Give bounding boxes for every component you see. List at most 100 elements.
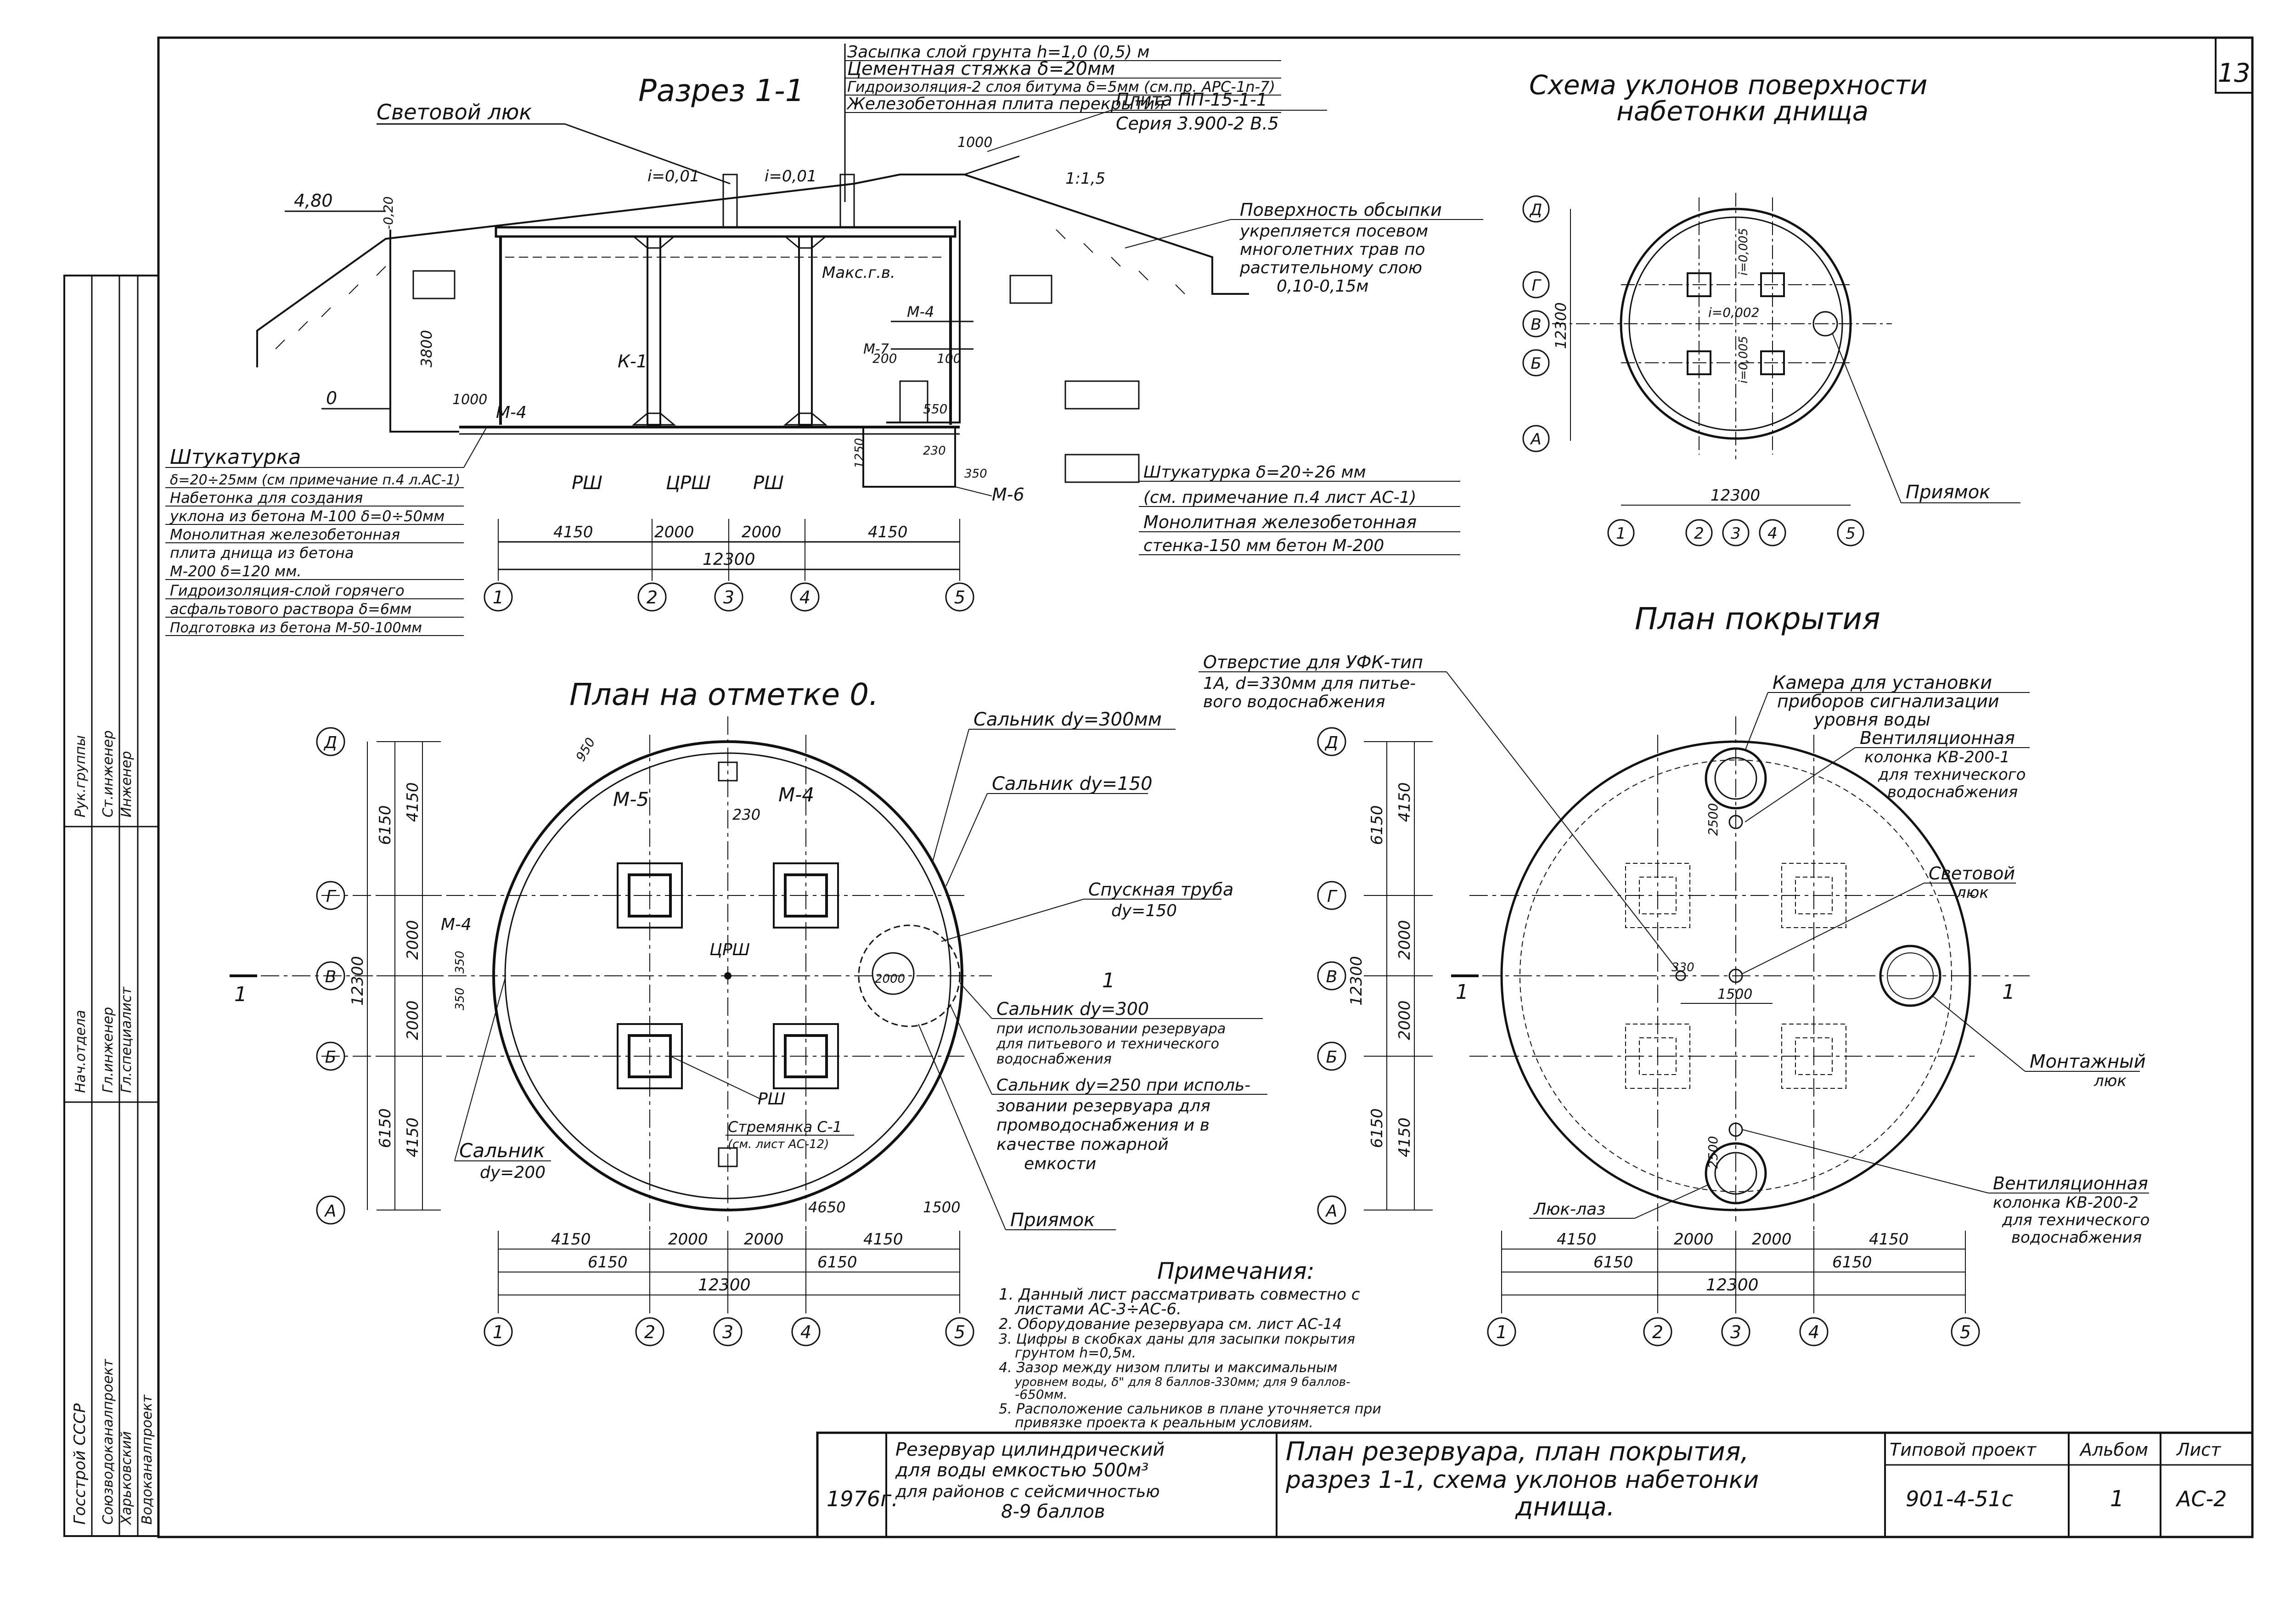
tb-project-3: для районов с сейсмичностью	[895, 1482, 1160, 1501]
column-left	[647, 236, 661, 426]
left-note-6: плита днища из бетона	[170, 544, 354, 562]
slope-dim-h: 12300	[1711, 486, 1760, 505]
roof-chamber-3: уровня воды	[1813, 709, 1930, 730]
stamp-row-4: Рук.группы	[73, 735, 89, 817]
max-level-label: Макс.г.в.	[822, 264, 895, 282]
roof-vent1-1: Вентиляционная	[1860, 728, 2015, 748]
stamp-row-6: Инженер	[118, 751, 135, 817]
backfill-line-1: Поверхность обсыпки	[1240, 200, 1442, 220]
sec-axis-2: 2	[647, 587, 658, 608]
backfill-note: Поверхность обсыпки укрепляется посевом …	[1125, 200, 1483, 296]
tb-year: 1976г.	[827, 1486, 898, 1511]
callout-s300b-2: при использовании резервуара	[996, 1021, 1226, 1037]
plan0-label-230: 230	[732, 806, 760, 823]
note-7: уровнем воды, δ" для 8 баллов-330мм; для…	[1014, 1375, 1351, 1389]
slope-dim-v: 12300	[1552, 302, 1570, 349]
section-left-notes: Штукатурка δ=20÷25мм (см примечание п.4 …	[165, 427, 487, 636]
roof-manhole	[1879, 945, 1941, 1007]
plan0-row-markers: Д Г В Б А	[316, 727, 345, 1225]
callout-s300: Сальник dу=300мм	[974, 709, 1162, 730]
sec-dim-total: 12300	[703, 550, 755, 569]
bottom-label-rsh-2: РШ	[753, 473, 784, 494]
roof-vdim-i3: 2000	[1396, 1000, 1414, 1040]
plan0-col-3: 3	[722, 1322, 733, 1342]
roof-hdim-total: 12300	[1706, 1276, 1759, 1295]
plan0-row-g: Г	[326, 887, 337, 906]
backfill-line-5: 0,10-0,15м	[1277, 277, 1368, 296]
stamp-row-1: Нач.отдела	[73, 1010, 89, 1093]
stamp-row-2: Гл.инженер	[100, 1007, 116, 1093]
section-label-k1: К-1	[618, 351, 647, 372]
roof-skylight	[1728, 968, 1743, 983]
roof-hdim-a3: 2000	[1752, 1230, 1792, 1249]
plan0-hdim-a4: 4150	[863, 1230, 903, 1249]
slope-col-1: 1	[1616, 524, 1626, 543]
slope-sump-label: Приямок	[1906, 482, 1990, 503]
plan0-dim-4650: 4650	[808, 1199, 845, 1216]
callout-s250-2: зовании резервуара для	[996, 1097, 1210, 1115]
roof-dim-330: 330	[1671, 961, 1694, 974]
roof-hole-1: Отверстие для УФК-тип	[1203, 652, 1423, 672]
roof-row-g: Г	[1327, 887, 1338, 906]
sheet-number: 13	[2217, 58, 2250, 88]
right-note-2: (см. примечание п.4 лист АС-1)	[1143, 488, 1416, 507]
sheet-number-box	[2215, 37, 2253, 94]
roof-col-5: 5	[1960, 1322, 1971, 1342]
section-label-m7: М-7	[863, 341, 889, 357]
sec-axis-1: 1	[493, 587, 504, 608]
left-note-4: уклона из бетона М-100 δ=0÷50мм	[169, 507, 445, 525]
note-1: 1. Данный лист рассматривать совместно с	[999, 1285, 1360, 1304]
section-label-m4-right: М-4	[907, 303, 934, 321]
note-9: 5. Расположение сальников в плане уточня…	[999, 1401, 1381, 1417]
tb-project-1: Резервуар цилиндрический	[895, 1439, 1165, 1460]
plan0-row-v: В	[325, 968, 337, 986]
plan0-hdim-b2: 6150	[817, 1253, 857, 1272]
notes-block: Примечания: 1. Данный лист рассматривать…	[999, 1258, 1381, 1431]
layer-2: Цементная стяжка δ=20мм	[847, 58, 1115, 79]
roof-dim-1500: 1500	[1717, 986, 1752, 1002]
skylight-label: Световой люк	[377, 100, 532, 124]
roof-hdim-a4: 4150	[1869, 1230, 1909, 1249]
roof-vent2-1: Вентиляционная	[1993, 1173, 2148, 1193]
plan0-dim-1500: 1500	[923, 1199, 960, 1216]
roof-cut-right: 1	[2002, 980, 2015, 1004]
sec-dim-4: 4150	[868, 523, 908, 541]
tb-sheet-3: днища.	[1515, 1492, 1615, 1522]
slope-col-3: 3	[1731, 524, 1741, 543]
note-10: привязке проекта к реальным условиям.	[1015, 1415, 1313, 1431]
roof-vent2-2: колонка КВ-200-2	[1993, 1193, 2138, 1212]
roof-footings-dashed	[1625, 863, 1846, 1089]
layer-stack: Засыпка слой грунта h=1,0 (0,5) м Цемент…	[844, 43, 1281, 202]
slope-row-g: Г	[1532, 276, 1542, 295]
callout-s200-2: dу=200	[480, 1163, 546, 1182]
roof-vdim-total: 12300	[1347, 956, 1366, 1006]
slope-row-b: Б	[1531, 355, 1541, 373]
roof-row-a: А	[1325, 1202, 1338, 1221]
roof-vent2-3: для технического	[2002, 1211, 2150, 1229]
roof-vent1-4: водоснабжения	[1887, 783, 2018, 801]
bottom-label-rsh-1: РШ	[572, 473, 602, 494]
slope-value-b: i=0,002	[1708, 305, 1759, 320]
left-note-1: Штукатурка	[170, 445, 301, 469]
sump-dim-550: 550	[923, 401, 947, 417]
roof-col-3: 3	[1730, 1322, 1741, 1342]
plan0-title: План на отметке 0.	[569, 677, 878, 712]
plan0-vdim-i2: 2000	[404, 920, 422, 960]
tb-sheet-1: План резервуара, план покрытия,	[1286, 1437, 1749, 1467]
sec-axis-3: 3	[723, 587, 734, 608]
roof-cut-left: 1	[1456, 980, 1469, 1004]
roof-hdim-b2: 6150	[1832, 1253, 1872, 1272]
roof-dim-2500b: 2500	[1705, 1136, 1721, 1169]
height-3800: 3800	[418, 330, 435, 367]
plan0-vdim-o1: 6150	[376, 805, 394, 845]
slope-scheme: Схема уклонов поверхности набетонки днищ…	[1522, 69, 2020, 546]
roof-hole-2: 1А, d=330мм для питье-	[1203, 674, 1416, 693]
left-note-10: Подготовка из бетона М-50-100мм	[170, 620, 422, 636]
plan0-hdim-a2: 2000	[668, 1230, 708, 1249]
roof-row-d: Д	[1324, 733, 1338, 752]
slope-title-2: набетонки днища	[1616, 96, 1868, 127]
note-2: листами АС-3÷АС-6.	[1014, 1300, 1182, 1318]
roof-vdim-i2: 2000	[1396, 920, 1414, 960]
roof-row-v: В	[1326, 968, 1338, 986]
